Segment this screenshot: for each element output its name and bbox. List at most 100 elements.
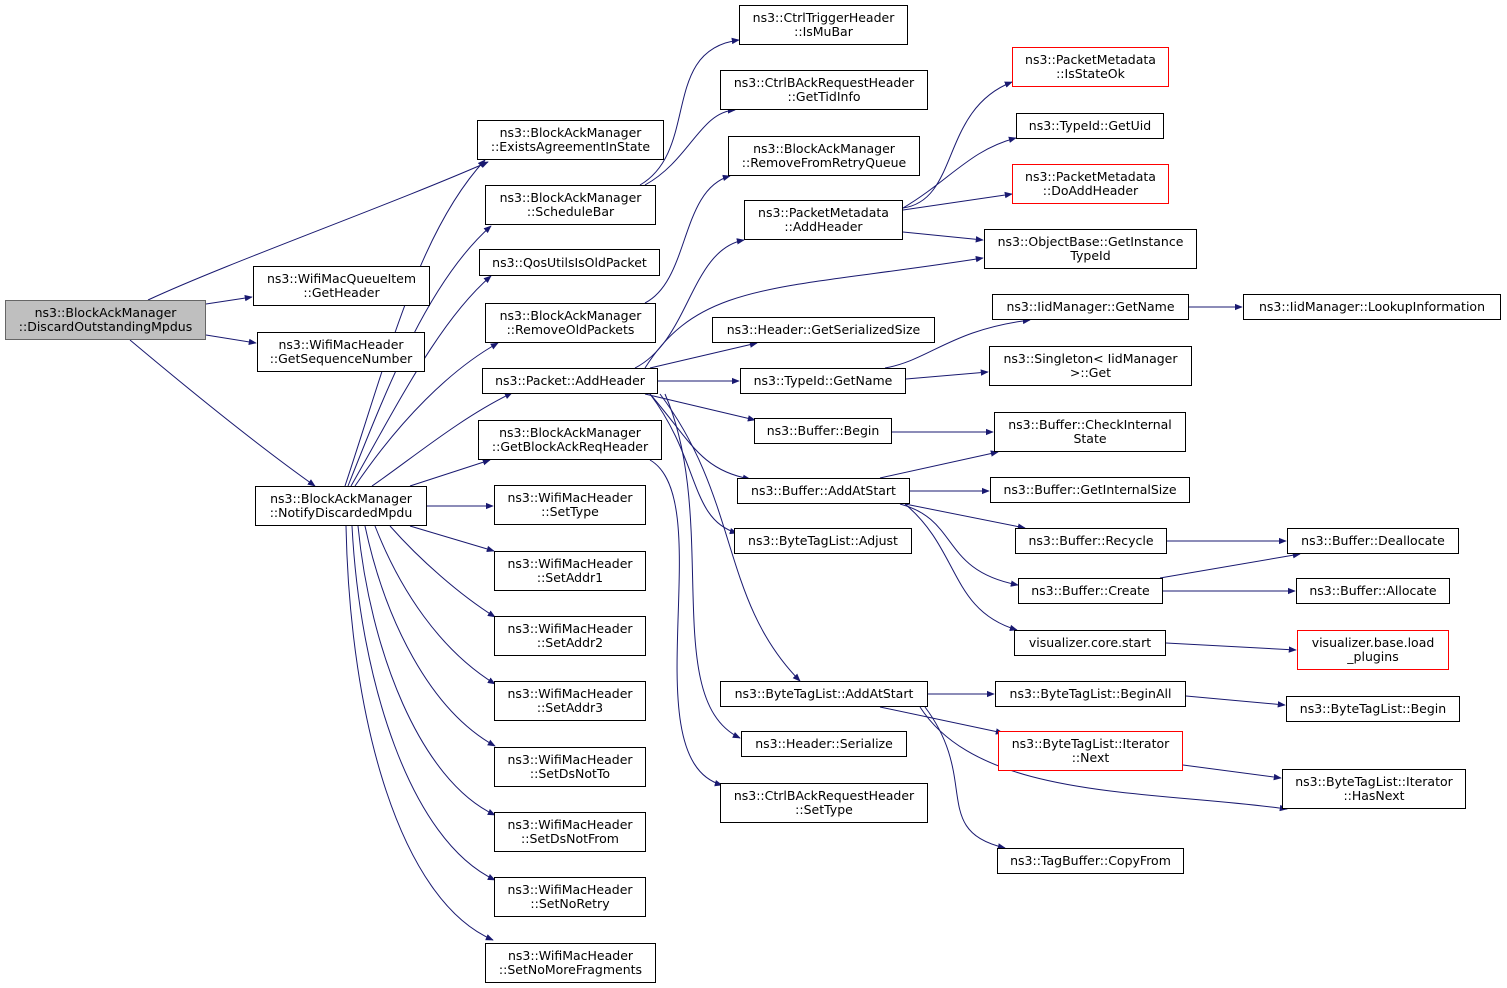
node-get-internal-size[interactable]: ns3::Buffer::GetInternalSize <box>990 477 1190 503</box>
node-iterator-next[interactable]: ns3::ByteTagList::Iterator::Next <box>998 731 1183 771</box>
node-exists-agreement-in-state[interactable]: ns3::BlockAckManager::ExistsAgreementInS… <box>477 120 664 160</box>
node-label-line2: State <box>1073 431 1107 446</box>
node-set-addr2[interactable]: ns3::WifiMacHeader::SetAddr2 <box>494 616 646 656</box>
node-label-line1: ns3::TagBuffer::CopyFrom <box>1010 853 1171 868</box>
edge-pktaddheader-hdrserialize <box>664 393 741 739</box>
node-label-line1: ns3::BlockAckManager <box>499 125 642 140</box>
edge-getbar-cbarsettype <box>649 459 723 787</box>
edge-bufaddatstart-bufcreate <box>899 503 1019 587</box>
node-do-add-header[interactable]: ns3::PacketMetadata::DoAddHeader <box>1012 164 1169 204</box>
node-ctrl-bar-set-type[interactable]: ns3::CtrlBAckRequestHeader::SetType <box>720 783 928 823</box>
node-label-line1: ns3::Buffer::GetInternalSize <box>1003 482 1177 497</box>
node-byte-tag-list-begin[interactable]: ns3::ByteTagList::Begin <box>1286 696 1460 722</box>
node-label-line1: visualizer.base.load <box>1311 635 1435 650</box>
node-label-line1: ns3::BlockAckManager <box>753 141 895 156</box>
node-buffer-begin[interactable]: ns3::Buffer::Begin <box>754 418 892 444</box>
node-get-tid-info[interactable]: ns3::CtrlBAckRequestHeader::GetTidInfo <box>720 70 928 110</box>
node-schedule-bar[interactable]: ns3::BlockAckManager::ScheduleBar <box>485 185 656 225</box>
node-set-no-retry[interactable]: ns3::WifiMacHeader::SetNoRetry <box>494 877 646 917</box>
edge-schedulebar-gettidinfo <box>644 107 736 186</box>
node-label-line2: ::ScheduleBar <box>526 204 615 219</box>
node-get-serialized-size[interactable]: ns3::Header::GetSerializedSize <box>712 317 935 343</box>
node-byte-tag-list-add-at-start[interactable]: ns3::ByteTagList::AddAtStart <box>720 681 928 707</box>
node-set-addr3[interactable]: ns3::WifiMacHeader::SetAddr3 <box>494 681 646 721</box>
node-tag-buffer-copy-from[interactable]: ns3::TagBuffer::CopyFrom <box>997 848 1184 874</box>
node-typeid-get-uid[interactable]: ns3::TypeId::GetUid <box>1016 113 1164 139</box>
node-label-line2: ::SetAddr2 <box>536 635 604 650</box>
node-get-sequence-number[interactable]: ns3::WifiMacHeader::GetSequenceNumber <box>257 332 425 372</box>
node-label-line1: ns3::Buffer::AddAtStart <box>751 483 896 498</box>
node-label-line2: _plugins <box>1347 649 1399 664</box>
node-set-type[interactable]: ns3::WifiMacHeader::SetType <box>494 485 646 525</box>
node-label-line1: ns3::PacketMetadata <box>758 205 889 220</box>
node-set-ds-not-from[interactable]: ns3::WifiMacHeader::SetDsNotFrom <box>494 812 646 852</box>
node-iterator-has-next[interactable]: ns3::ByteTagList::Iterator::HasNext <box>1282 769 1466 809</box>
node-buffer-create[interactable]: ns3::Buffer::Create <box>1018 578 1163 604</box>
node-buffer-recycle[interactable]: ns3::Buffer::Recycle <box>1015 528 1167 554</box>
node-packet-metadata-add-header[interactable]: ns3::PacketMetadata::AddHeader <box>744 200 903 240</box>
node-load-plugins[interactable]: visualizer.base.load_plugins <box>1297 630 1449 670</box>
node-label-line1: ns3::BlockAckManager <box>34 305 177 320</box>
node-label-line2: ::SetType <box>541 504 599 519</box>
node-get-block-ack-req-header[interactable]: ns3::BlockAckManager::GetBlockAckReqHead… <box>478 420 662 460</box>
edge-notify-setaddr3 <box>374 525 496 685</box>
edge-typeidgetname-iidgetname <box>884 317 1031 369</box>
edge-beginall-btlbegin <box>1185 695 1286 708</box>
node-buffer-allocate[interactable]: ns3::Buffer::Allocate <box>1296 578 1450 604</box>
node-byte-tag-list-adjust[interactable]: ns3::ByteTagList::Adjust <box>734 528 912 554</box>
node-is-mu-bar[interactable]: ns3::CtrlTriggerHeader::IsMuBar <box>739 5 908 45</box>
node-label-line2: ::SetAddr3 <box>536 700 604 715</box>
node-label-line1: ns3::ByteTagList::Iterator <box>1011 736 1170 751</box>
edge-discard-exists <box>147 161 489 301</box>
node-label-line1: visualizer.core.start <box>1028 635 1152 650</box>
node-label-line1: ns3::WifiMacHeader <box>507 490 633 505</box>
edge-pmaddheader-getuid <box>902 136 1017 209</box>
node-iid-manager-get-name[interactable]: ns3::IidManager::GetName <box>992 294 1189 320</box>
node-is-state-ok[interactable]: ns3::PacketMetadata::IsStateOk <box>1012 47 1169 87</box>
edge-notify-exists <box>344 159 486 487</box>
node-label-line2: ::SetType <box>795 802 853 817</box>
node-label-line1: ns3::WifiMacHeader <box>507 817 633 832</box>
node-label-line2: ::SetDsNotFrom <box>521 831 619 846</box>
node-header-serialize[interactable]: ns3::Header::Serialize <box>741 731 907 757</box>
node-label-line2: ::SetAddr1 <box>536 570 604 585</box>
node-label-line1: ns3::WifiMacHeader <box>507 948 634 963</box>
edge-typeidgetname-singletonget <box>905 369 989 380</box>
node-label-line1: ns3::WifiMacHeader <box>507 882 633 897</box>
node-qos-utils-is-old-packet[interactable]: ns3::QosUtilsIsOldPacket <box>479 249 660 276</box>
node-set-ds-not-to[interactable]: ns3::WifiMacHeader::SetDsNotTo <box>494 747 646 787</box>
node-lookup-information[interactable]: ns3::IidManager::LookupInformation <box>1243 294 1501 320</box>
node-buffer-add-at-start[interactable]: ns3::Buffer::AddAtStart <box>737 478 910 504</box>
node-packet-add-header[interactable]: ns3::Packet::AddHeader <box>482 368 658 394</box>
node-label-line2: ::AddHeader <box>784 219 863 234</box>
node-get-header[interactable]: ns3::WifiMacQueueItem::GetHeader <box>253 266 430 306</box>
edge-pktaddheader-getsersize <box>649 341 758 369</box>
node-label-line1: ns3::ByteTagList::AddAtStart <box>734 686 914 701</box>
edge-notify-pktaddheader <box>371 392 513 487</box>
node-label-line1: ns3::WifiMacHeader <box>507 752 633 767</box>
node-buffer-deallocate[interactable]: ns3::Buffer::Deallocate <box>1287 528 1459 554</box>
node-label-line1: ns3::Buffer::CheckInternal <box>1008 417 1172 432</box>
node-set-no-more-fragments[interactable]: ns3::WifiMacHeader::SetNoMoreFragments <box>485 943 656 983</box>
node-label-line2: ::IsMuBar <box>794 24 853 39</box>
node-remove-from-retry-queue[interactable]: ns3::BlockAckManager::RemoveFromRetryQue… <box>728 136 920 176</box>
node-visualizer-core-start[interactable]: visualizer.core.start <box>1014 630 1166 656</box>
node-remove-old-packets[interactable]: ns3::BlockAckManager::RemoveOldPackets <box>485 303 656 343</box>
node-label-line2: ::Next <box>1071 750 1110 765</box>
edge-pktaddheader-btladdatstart <box>659 393 801 682</box>
node-label-line1: ns3::BlockAckManager <box>270 491 412 506</box>
edge-removeold-removeretry <box>644 174 731 304</box>
node-label-line1: ns3::Header::Serialize <box>755 736 893 751</box>
node-typeid-get-name[interactable]: ns3::TypeId::GetName <box>740 368 906 394</box>
node-set-addr1[interactable]: ns3::WifiMacHeader::SetAddr1 <box>494 551 646 591</box>
node-begin-all[interactable]: ns3::ByteTagList::BeginAll <box>995 681 1186 707</box>
node-singleton-get[interactable]: ns3::Singleton< IidManager >::Get <box>989 346 1192 386</box>
node-discard-outstanding-mpdus[interactable]: ns3::BlockAckManager::DiscardOutstanding… <box>5 300 206 340</box>
node-label-line1: ns3::Buffer::Deallocate <box>1301 533 1445 548</box>
node-label-line2: ::NotifyDiscardedMpdu <box>269 505 413 520</box>
node-label-line1: ns3::TypeId::GetUid <box>1028 118 1152 133</box>
node-notify-discarded-mpdu[interactable]: ns3::BlockAckManager::NotifyDiscardedMpd… <box>255 486 427 526</box>
